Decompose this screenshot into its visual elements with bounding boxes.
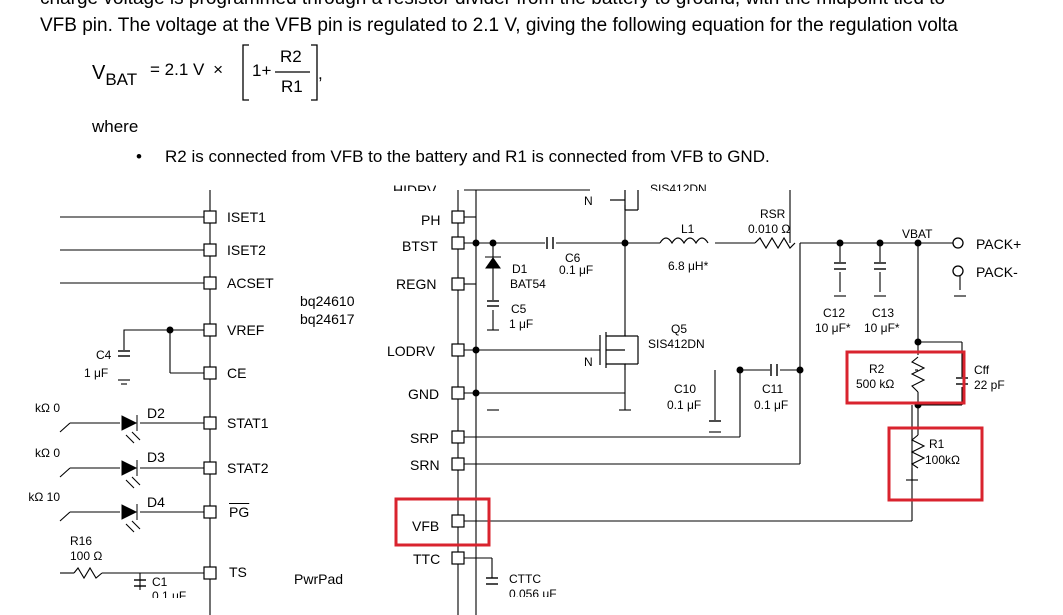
r1-value: 100kΩ <box>925 453 960 467</box>
c12-value: 10 μF* <box>815 321 851 335</box>
cff-value: 22 pF <box>974 378 1005 392</box>
equation-tail: , <box>318 64 323 83</box>
pin-ce: CE <box>227 365 247 381</box>
r2-value: 500 kΩ <box>856 377 895 391</box>
equation-times: × <box>213 60 224 79</box>
l1-label: L1 <box>681 222 695 236</box>
c5-label: C5 <box>511 302 527 316</box>
bullet-mark: • <box>136 147 142 166</box>
intro-line: VFB pin. The voltage at the VFB pin is r… <box>40 15 958 36</box>
vbat-label: VBAT <box>902 227 933 241</box>
c4-label: C4 <box>96 348 112 362</box>
rsr-label: RSR <box>760 207 786 221</box>
r2-label: R2 <box>869 362 885 376</box>
r-left-1: 0 kΩ <box>34 401 60 415</box>
cff-label: Cff <box>974 363 990 377</box>
equation-one-plus: 1+ <box>252 61 272 80</box>
c11-value: 0.1 μF <box>754 398 789 412</box>
q5-n: N <box>584 355 593 369</box>
c6-value: 0.1 μF <box>559 263 594 277</box>
d1-part: BAT54 <box>510 277 546 291</box>
d3-label: D3 <box>147 449 165 465</box>
pin-regn: REGN <box>396 276 437 292</box>
pin-srp: SRP <box>410 430 439 446</box>
pin-srn: SRN <box>410 457 440 473</box>
equation-denominator: R1 <box>281 77 303 96</box>
c6-label: C6 <box>565 251 581 265</box>
pin-iset1: ISET1 <box>227 209 266 225</box>
r-left-2: 0 kΩ <box>34 446 60 460</box>
pin-stat2: STAT2 <box>227 460 269 476</box>
pin-ts: TS <box>229 564 247 580</box>
cttc-label: CTTC <box>509 572 541 586</box>
q-top-n: N <box>584 194 593 208</box>
c13-label: C13 <box>872 306 895 320</box>
c1-value: 0.1 μF <box>152 589 187 598</box>
d1-label: D1 <box>512 262 528 276</box>
q5-label: Q5 <box>671 322 688 336</box>
equation-vbat: VBAT <box>92 62 138 89</box>
pin-stat1: STAT1 <box>227 415 269 431</box>
pin-hidrv: HIDRV <box>393 182 437 191</box>
c4-value: 1 μF <box>84 366 109 380</box>
c1-label: C1 <box>152 575 168 589</box>
bullet-text: R2 is connected from VFB to the battery … <box>165 147 770 166</box>
r16-value: 100 Ω <box>70 549 103 563</box>
c12-label: C12 <box>823 306 846 320</box>
chip-part-2: bq24617 <box>300 311 355 327</box>
highlight-boxes <box>394 350 984 547</box>
where-label: where <box>92 117 139 136</box>
pin-pg: PG <box>229 504 250 520</box>
pack-minus: PACK- <box>976 264 1018 280</box>
d2-label: D2 <box>147 405 165 421</box>
pin-vfb: VFB <box>412 518 440 534</box>
pack-plus: PACK+ <box>976 236 1022 252</box>
pin-lodrv: LODRV <box>387 343 435 359</box>
pin-iset2: ISET2 <box>227 242 266 258</box>
cttc-value: 0.056 μF <box>509 587 557 597</box>
equation-body: = 2.1 V × <box>150 60 223 80</box>
pin-ph: PH <box>421 212 441 228</box>
c10-value: 0.1 μF <box>667 398 702 412</box>
pin-btst: BTST <box>402 238 438 254</box>
r1-label: R1 <box>929 437 945 451</box>
pin-vref: VREF <box>227 322 265 338</box>
equation-const: = 2.1 V <box>150 60 205 79</box>
c13-value: 10 μF* <box>864 321 900 335</box>
r16-label: R16 <box>70 534 93 548</box>
pin-gnd: GND <box>408 386 440 402</box>
pin-ttc: TTC <box>413 551 441 567</box>
q5-part: SIS412DN <box>648 337 705 351</box>
c11-label: C11 <box>762 382 784 396</box>
c5-value: 1 μF <box>509 317 534 331</box>
q-top-part: SIS412DN <box>650 182 707 191</box>
l1-value: 6.8 μH* <box>668 259 709 273</box>
chip-part-1: bq24610 <box>300 293 355 309</box>
pwrpad-label: PwrPad <box>294 571 344 587</box>
pin-acset: ACSET <box>227 275 274 291</box>
rsr-value: 0.010 Ω <box>748 222 791 236</box>
equation-numerator: R2 <box>280 47 302 66</box>
r-left-3: 10 kΩ <box>28 490 60 504</box>
c10-label: C10 <box>674 382 697 396</box>
cut-top-line: charge voltage is programmed through a r… <box>40 0 945 10</box>
d4-label: D4 <box>147 494 165 510</box>
